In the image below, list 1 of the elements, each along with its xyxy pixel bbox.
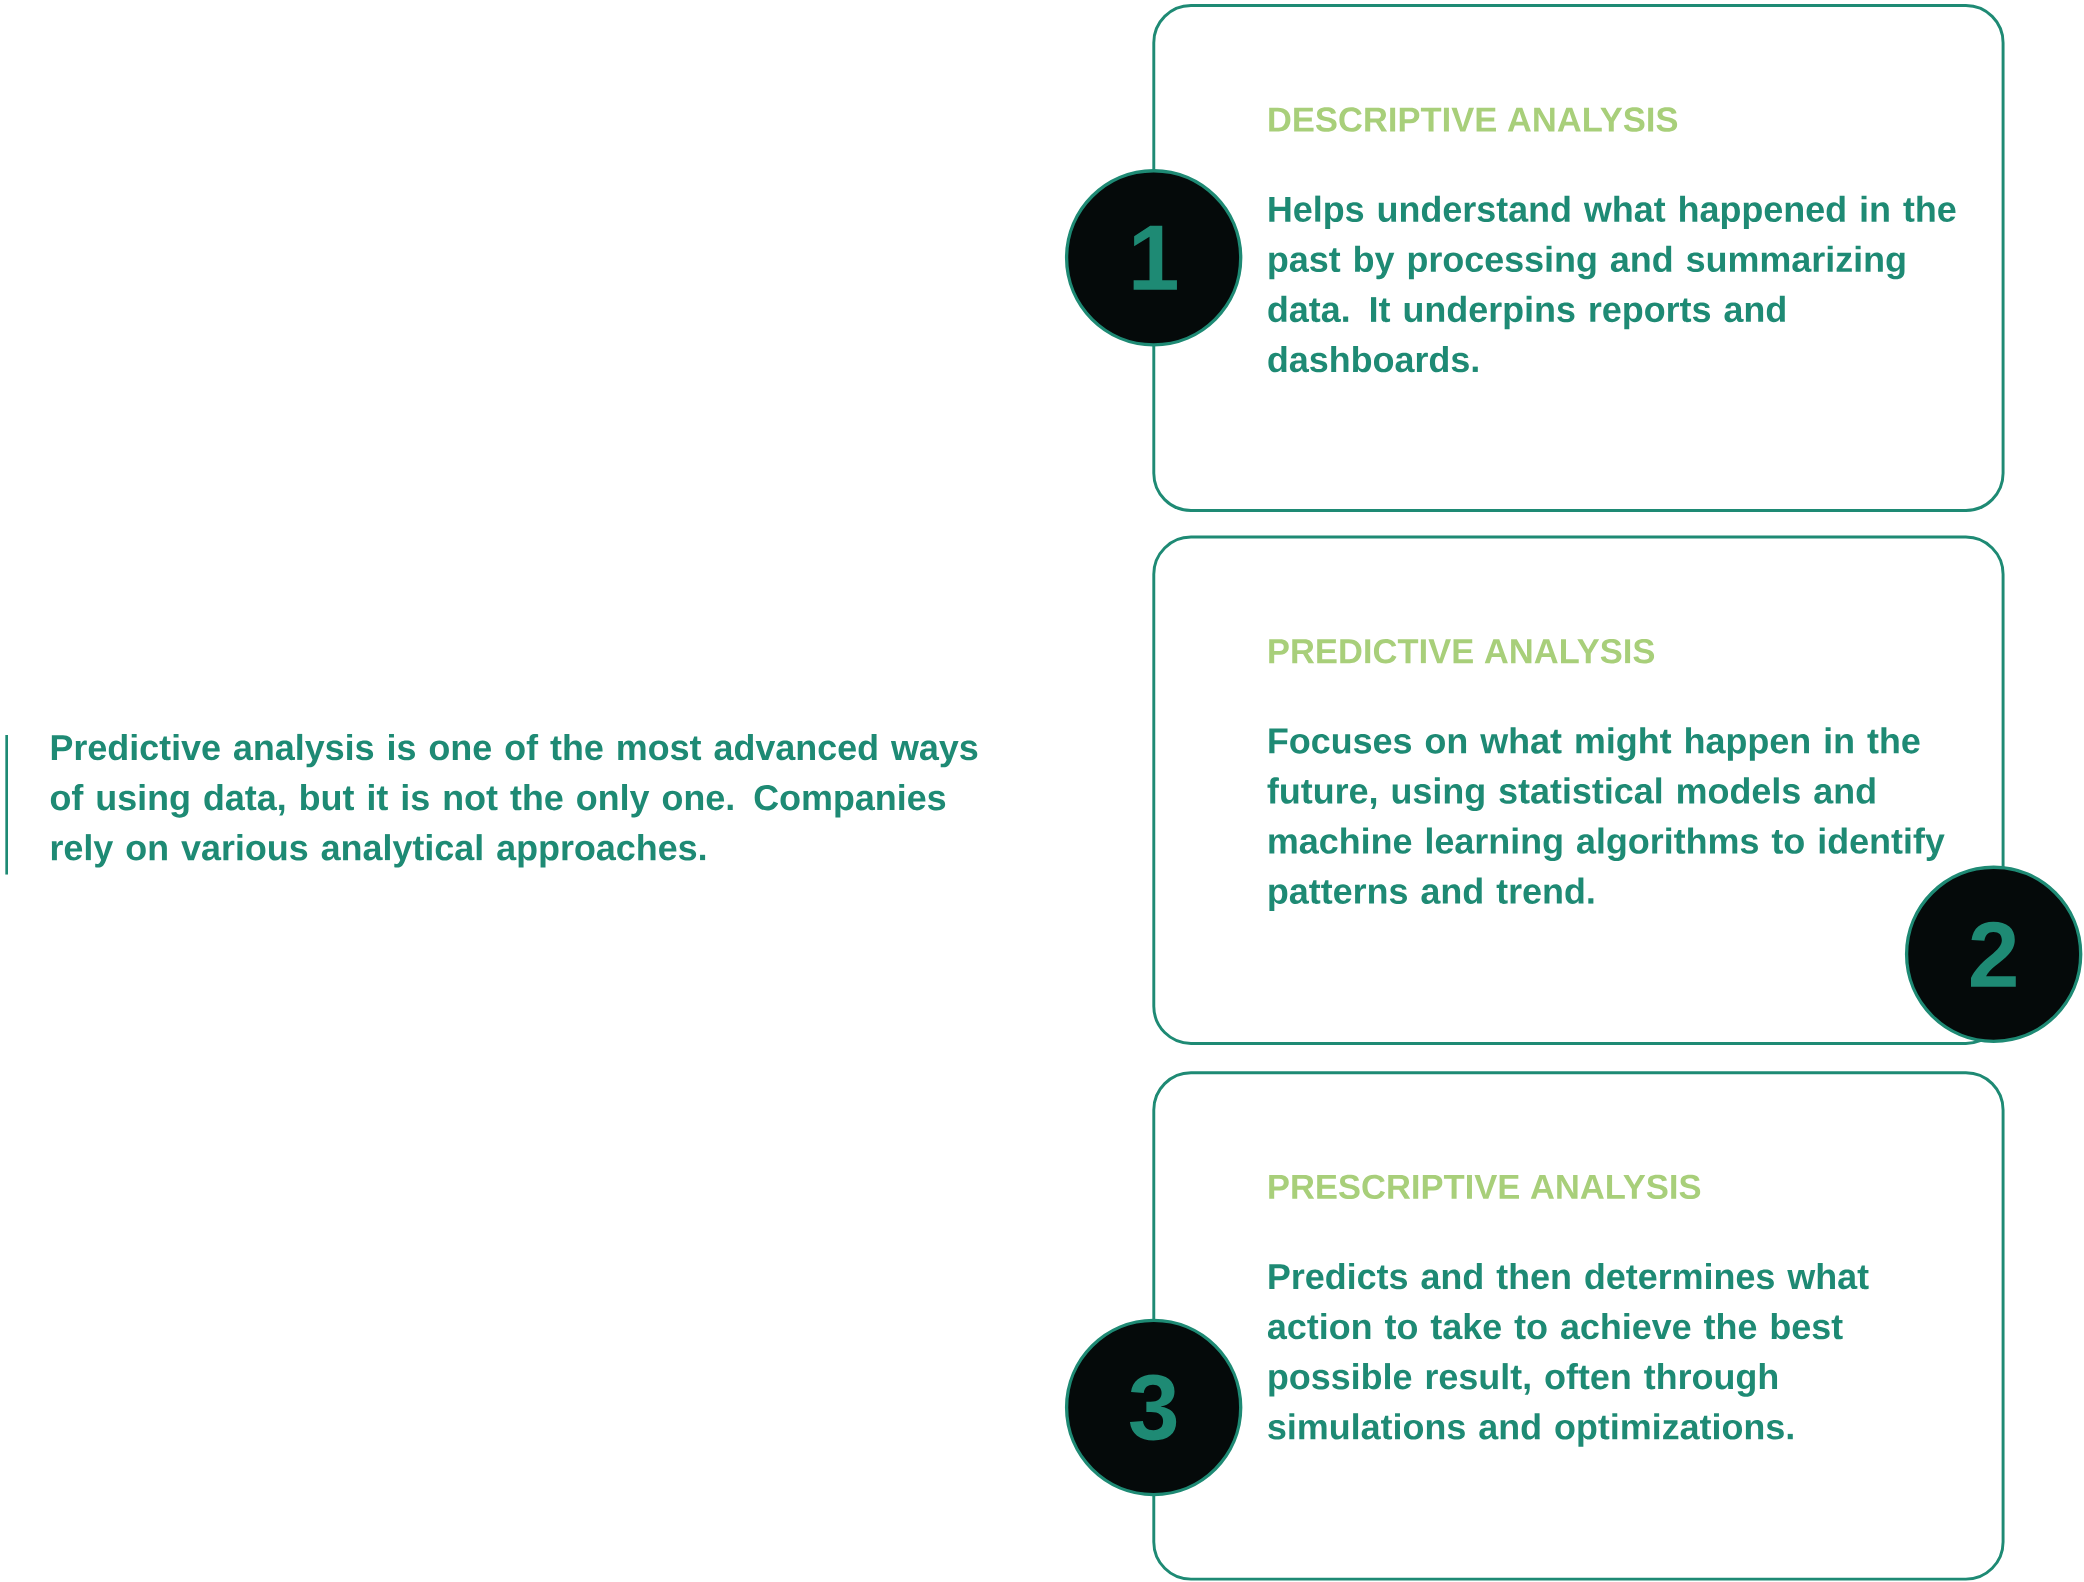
intro-paragraph: Predictive analysis is one of the most advanced ways of using data, but it is not the only one. Companies rely on various analytical approaches. [50, 734, 978, 868]
